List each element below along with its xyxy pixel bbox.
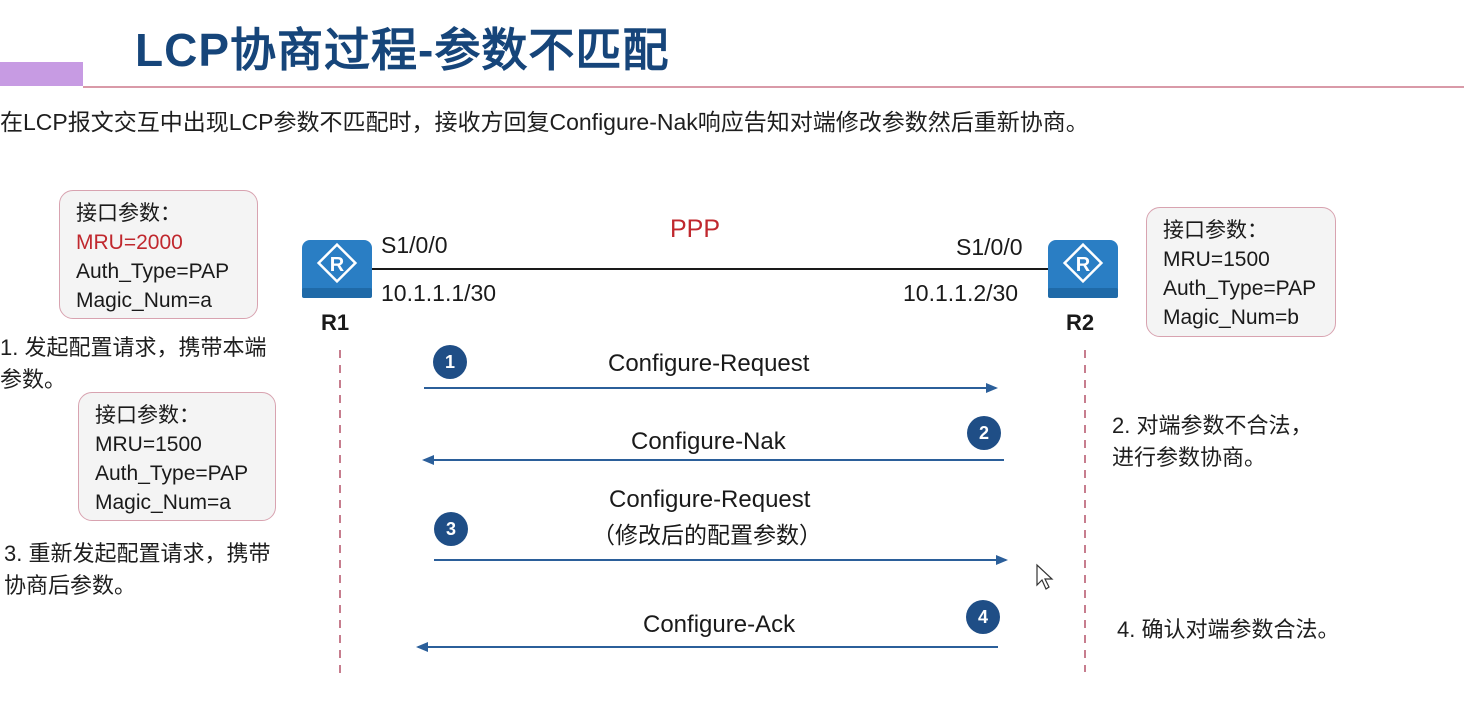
note-line: 协商后参数。 — [4, 573, 137, 598]
param-magic-num: Magic_Num=a — [76, 289, 212, 312]
param-magic-num: Magic_Num=a — [95, 491, 231, 514]
note-line: 参数。 — [0, 367, 67, 392]
message-configure-ack: Configure-Ack — [643, 611, 796, 638]
param-mru: MRU=1500 — [95, 433, 202, 456]
r1-ip-label: 10.1.1.1/30 — [381, 280, 497, 306]
note-line: 2. 对端参数不合法， — [1112, 413, 1313, 438]
r2-interface-label: S1/0/0 — [956, 234, 1023, 260]
note-step-1: 1. 发起配置请求，携带本端 参数。 — [0, 332, 266, 396]
r2-param-box: 接口参数： MRU=1500 Auth_Type=PAP Magic_Num=b — [1146, 207, 1336, 337]
param-heading: 接口参数： — [95, 404, 200, 427]
r2-ip-label: 10.1.1.2/30 — [903, 280, 1019, 306]
svg-text:R: R — [330, 254, 345, 276]
title-accent-bar — [0, 62, 83, 86]
ppp-link-label: PPP — [670, 215, 721, 243]
router-r1-name: R1 — [321, 310, 350, 335]
router-icon: R — [302, 242, 372, 298]
note-step-4: 4. 确认对端参数合法。 — [1117, 617, 1340, 642]
router-r2[interactable]: R — [1048, 240, 1118, 298]
r1-interface-label: S1/0/0 — [381, 232, 448, 258]
router-r2-name: R2 — [1066, 310, 1095, 335]
svg-text:R: R — [1076, 254, 1091, 276]
note-step-3: 3. 重新发起配置请求，携带 协商后参数。 — [4, 538, 270, 602]
param-mru: MRU=1500 — [1163, 248, 1270, 271]
param-auth-type: Auth_Type=PAP — [76, 260, 230, 283]
mouse-cursor-icon — [1036, 563, 1054, 590]
router-r1[interactable]: R — [302, 240, 372, 298]
message-configure-request-modified: Configure-Request — [609, 486, 811, 513]
step-2-badge: 2 — [967, 416, 1001, 450]
step-1-badge: 1 — [433, 345, 467, 379]
note-step-2: 2. 对端参数不合法， 进行参数协商。 — [1112, 410, 1312, 474]
message-configure-request: Configure-Request — [608, 350, 810, 377]
r1-param-box: 接口参数： MRU=2000 Auth_Type=PAP Magic_Num=a — [59, 190, 258, 319]
message-configure-nak: Configure-Nak — [631, 428, 786, 455]
param-auth-type: Auth_Type=PAP — [95, 462, 249, 485]
note-line: 3. 重新发起配置请求，携带 — [4, 541, 271, 566]
param-mru: MRU=2000 — [76, 231, 183, 254]
r1-new-param-box: 接口参数： MRU=1500 Auth_Type=PAP Magic_Num=a — [78, 392, 276, 521]
note-line: 进行参数协商。 — [1112, 445, 1267, 470]
step-4-badge: 4 — [966, 600, 1000, 634]
message-configure-request-note: （修改后的配置参数） — [592, 522, 822, 548]
page-subtitle: 在LCP报文交互中出现LCP参数不匹配时，接收方回复Configure-Nak响… — [0, 109, 1089, 135]
param-auth-type: Auth_Type=PAP — [1163, 277, 1317, 300]
router-icon: R — [1048, 242, 1118, 298]
step-3-badge: 3 — [434, 512, 468, 546]
param-heading: 接口参数： — [76, 202, 181, 225]
param-heading: 接口参数： — [1163, 219, 1268, 242]
note-line: 1. 发起配置请求，携带本端 — [0, 335, 267, 360]
page-title: LCP协商过程-参数不匹配 — [135, 24, 670, 76]
title-divider — [83, 86, 1464, 88]
param-magic-num: Magic_Num=b — [1163, 306, 1299, 329]
